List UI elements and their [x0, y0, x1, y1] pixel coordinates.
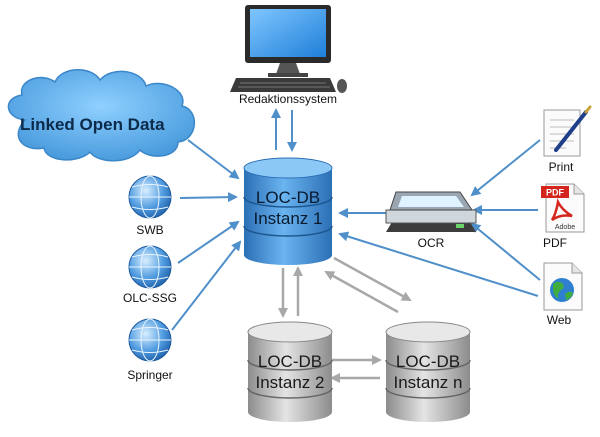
- db2-line2: Instanz 2: [255, 373, 325, 392]
- globe-icon-olc: [128, 245, 172, 289]
- db2-label: LOC-DB Instanz 2: [248, 351, 332, 393]
- pdf-label: PDF: [543, 236, 567, 250]
- editor-label: Redaktionssystem: [238, 92, 338, 106]
- arrow-swb-to-main: [179, 192, 238, 203]
- computer-icon: [230, 5, 347, 93]
- olc-ssg-label: OLC-SSG: [122, 291, 177, 305]
- arrow-springer-to-main: [171, 240, 242, 331]
- database-icon-n: [385, 321, 471, 422]
- globe-icon-swb: [128, 175, 172, 219]
- scanner-icon: [385, 191, 477, 232]
- springer-label: Springer: [127, 368, 173, 382]
- cloud-shape: [7, 69, 196, 162]
- ocr-label: OCR: [417, 236, 445, 250]
- arrow-main-to-dbn: [333, 256, 412, 302]
- arrow-web-to-main: [338, 231, 539, 297]
- web-label: Web: [546, 313, 572, 327]
- arrow-print-to-ocr: [470, 139, 541, 197]
- main-db-label: LOC-DB Instanz 1: [244, 187, 332, 229]
- print-label: Print: [548, 160, 574, 174]
- dbn-line1: LOC-DB: [395, 352, 461, 371]
- arrow-dbn-to-main: [324, 270, 399, 314]
- db2-line1: LOC-DB: [257, 352, 323, 371]
- pdf-document-icon: [541, 183, 585, 233]
- connection-arrows: [171, 108, 541, 383]
- database-icon-main: [243, 157, 333, 265]
- swb-label: SWB: [136, 223, 164, 237]
- pdf-badge-text: PDF: [546, 188, 565, 198]
- database-icon-2: [247, 321, 333, 422]
- linked-open-data-label: Linked Open Data: [20, 115, 165, 134]
- arrow-olc-to-main: [177, 220, 240, 264]
- document-pen-icon: [543, 105, 592, 157]
- arrow-cloud-to-main: [187, 139, 240, 180]
- main-db-line2: Instanz 1: [253, 209, 323, 228]
- web-document-icon: [543, 262, 583, 311]
- arrow-web-to-ocr: [470, 222, 541, 281]
- globe-icon-springer: [128, 318, 172, 362]
- main-db-line1: LOC-DB: [255, 188, 321, 207]
- pdf-brand-text: Adobe: [555, 224, 575, 231]
- dbn-label: LOC-DB Instanz n: [386, 351, 470, 393]
- dbn-line2: Instanz n: [393, 373, 463, 392]
